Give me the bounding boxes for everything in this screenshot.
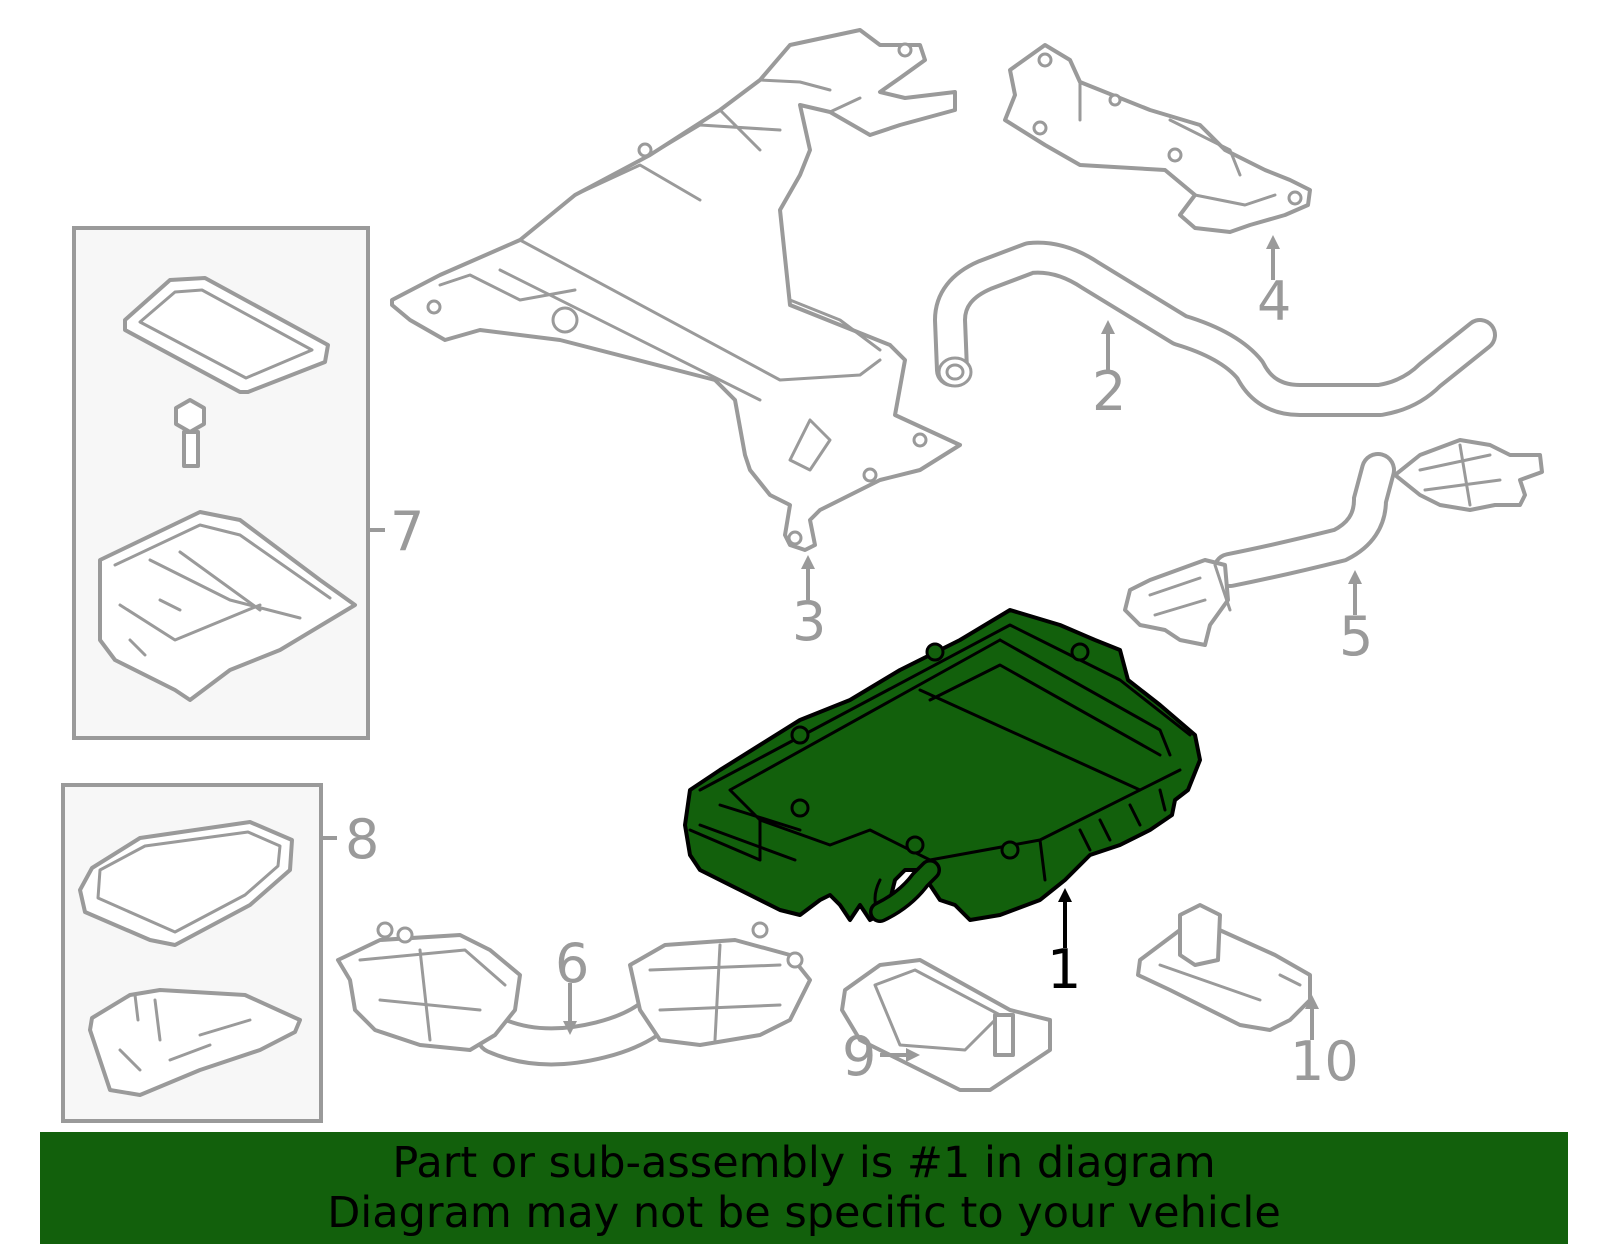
part-3-crossmember[interactable]	[390, 28, 962, 552]
part-5-connector-right	[1393, 438, 1544, 512]
callout-7: 7	[390, 500, 424, 563]
callout-9: 9	[842, 1025, 876, 1088]
callout-3: 3	[792, 590, 826, 653]
part-7-housing	[98, 510, 357, 702]
banner-line-2: Diagram may not be specific to your vehi…	[327, 1188, 1281, 1238]
part-4-bracket[interactable]	[1003, 43, 1312, 234]
part-5-connector-left	[1123, 558, 1230, 647]
part-4-plate	[1003, 43, 1312, 234]
leader-lines	[322, 235, 1362, 1062]
part-7-kit[interactable]	[72, 226, 370, 740]
part-1-housing	[683, 608, 1202, 922]
part-10-body	[1136, 926, 1312, 1032]
callout-2: 2	[1092, 360, 1126, 423]
part-8-pan	[88, 988, 302, 1097]
part-7-bolt	[174, 398, 206, 468]
banner-line-1: Part or sub-assembly is #1 in diagram	[392, 1138, 1216, 1188]
part-3-frame	[390, 28, 962, 552]
callout-1: 1	[1047, 938, 1081, 1001]
parts-diagram: 1 2 3 4 5 6 7 8 9 10	[61, 28, 1544, 1123]
part-6-connector-left	[336, 933, 522, 1052]
part-6-cable[interactable]	[336, 921, 812, 1067]
part-2-hose[interactable]	[933, 240, 1497, 417]
part-5-harness[interactable]	[1123, 438, 1544, 647]
part-9-cover[interactable]	[840, 958, 1052, 1092]
callout-8: 8	[345, 808, 379, 871]
disclaimer-banner: Part or sub-assembly is #1 in diagram Di…	[40, 1132, 1568, 1244]
callout-4: 4	[1257, 270, 1291, 333]
callout-6: 6	[555, 932, 589, 995]
part-8-kit[interactable]	[61, 783, 323, 1123]
callout-5: 5	[1339, 605, 1373, 668]
part-10-sensor[interactable]	[1136, 903, 1312, 1032]
part-9-plate	[840, 958, 1052, 1092]
part-1-module[interactable]	[683, 608, 1202, 923]
callout-labels: 1 2 3 4 5 6 7 8 9 10	[345, 270, 1373, 1093]
callout-10: 10	[1290, 1030, 1359, 1093]
